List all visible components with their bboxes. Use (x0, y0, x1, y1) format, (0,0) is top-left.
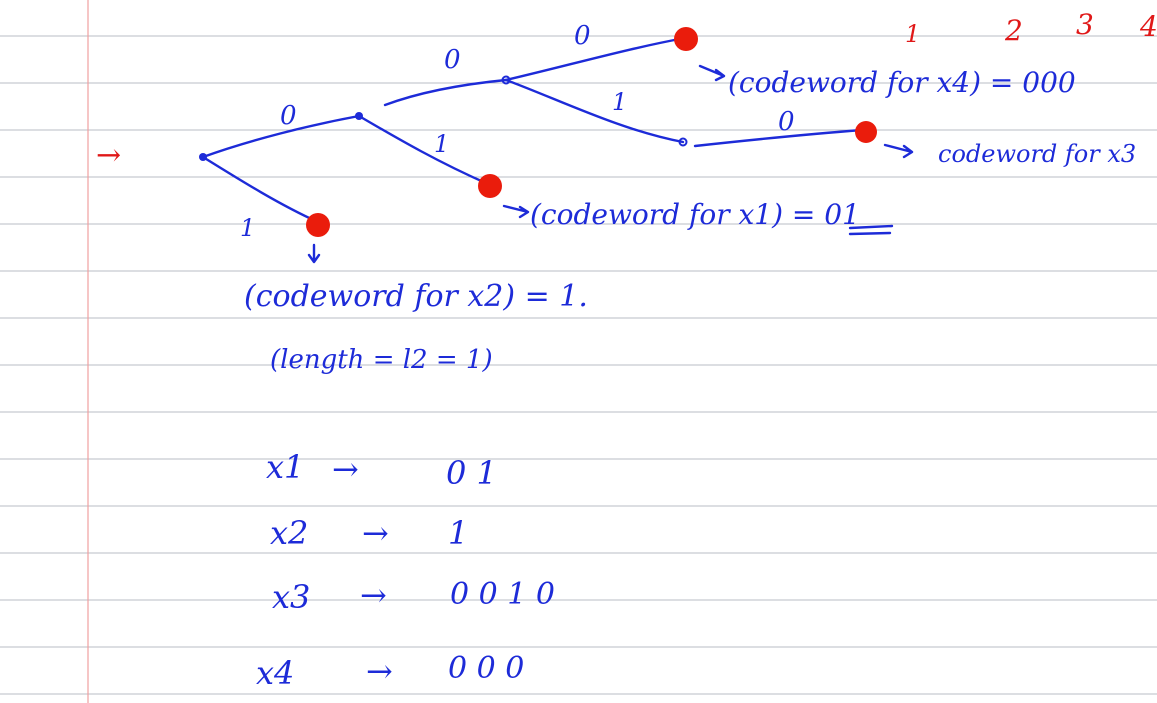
node-n1 (355, 112, 363, 120)
number-4: 4 (1139, 10, 1157, 43)
code-row-3-symbol: x3 (272, 578, 310, 616)
arrow-x3 (883, 143, 914, 159)
code-row-4-code: 0 0 0 (448, 651, 524, 686)
internal-nodes (199, 75, 688, 161)
code-row-3-code: 0 0 1 0 (450, 577, 555, 612)
label-n2-up: 0 (574, 21, 591, 51)
code-row-2-code: 1 (448, 514, 468, 552)
edge-n1-down (357, 114, 490, 186)
number-2: 2 (1004, 14, 1023, 47)
edge-n3-right (693, 128, 864, 148)
number-1: 1 (905, 20, 920, 48)
underline-x1-code (848, 224, 894, 236)
code-row-1-arrow: → (332, 450, 359, 488)
label-root-up: 0 (280, 101, 297, 131)
label-n1-up: 0 (444, 45, 461, 75)
arrow-x4 (698, 64, 726, 82)
annotation-x3: codeword for x3 (938, 140, 1136, 168)
code-row-3-arrow: → (360, 576, 387, 614)
leaf-nodes (306, 27, 877, 237)
edge-n2-down (504, 78, 685, 144)
label-n3-right: 0 (778, 107, 795, 137)
code-row-2-arrow: → (362, 514, 389, 552)
node-n2 (501, 75, 511, 85)
code-row-4-arrow: → (366, 652, 393, 690)
label-n2-down: 1 (612, 88, 627, 116)
number-3: 3 (1076, 8, 1094, 41)
code-row-2-symbol: x2 (270, 514, 308, 552)
label-root-down: 1 (240, 214, 255, 242)
top-right-numbers: 1 2 3 4 (905, 8, 1157, 48)
edge-root-down (201, 155, 320, 224)
annotations: (codeword for x4) = 000 codeword for x3 … (244, 66, 1136, 375)
label-n1-down: 1 (434, 130, 449, 158)
node-root (199, 153, 207, 161)
code-row-1-code: 0 1 (446, 454, 497, 492)
annotation-x1: (codeword for x1) = 01 (530, 198, 860, 231)
annotation-x2: (codeword for x2) = 1. (244, 279, 588, 314)
leaf-x2 (306, 213, 330, 237)
margin-arrow: → (96, 138, 121, 173)
tree-edges (201, 36, 864, 224)
annotation-arrows (307, 64, 914, 264)
leaf-x1 (478, 174, 502, 198)
edge-n2-up (504, 36, 687, 82)
annotation-x4: (codeword for x4) = 000 (728, 66, 1076, 99)
ruled-lines (0, 35, 1157, 695)
node-n3 (678, 137, 688, 147)
edge-root-up (201, 114, 361, 159)
arrow-x1 (502, 204, 530, 219)
code-row-4-symbol: x4 (256, 654, 294, 692)
leaf-x4 (674, 27, 698, 51)
edge-labels: 0 1 0 1 0 1 0 (240, 21, 795, 242)
code-row-1-symbol: x1 (266, 448, 304, 486)
code-table: x1 → 0 1 x2 → 1 x3 → 0 0 1 0 x4 → 0 0 0 (256, 448, 555, 692)
leaf-x3 (855, 121, 877, 143)
annotation-x2-length: (length = l2 = 1) (270, 345, 493, 375)
edge-n1-up (383, 78, 508, 107)
arrow-x2-down (307, 243, 321, 264)
